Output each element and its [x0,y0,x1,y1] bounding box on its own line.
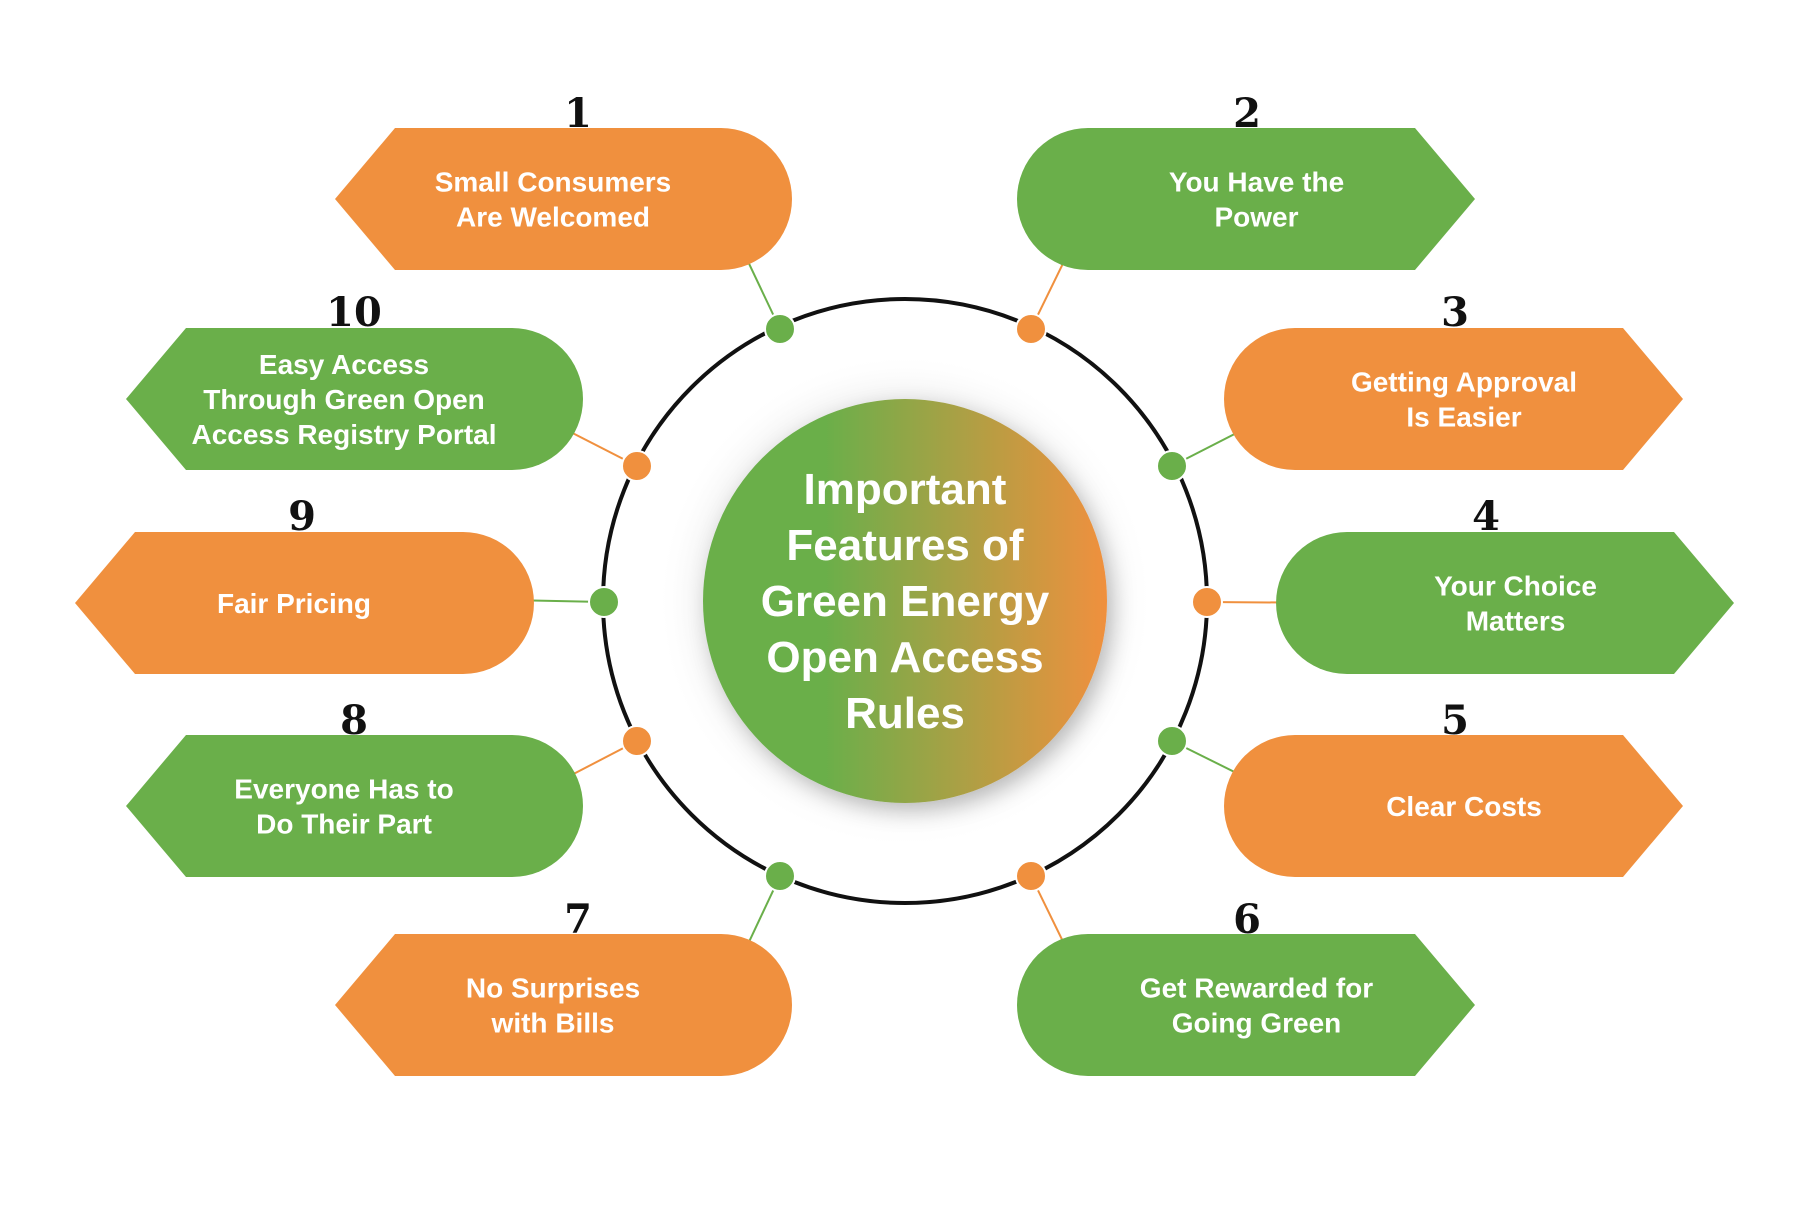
feature-shape-8 [126,735,583,877]
connector-dot-5 [1156,725,1188,757]
feature-number-3: 3 [1441,289,1469,336]
feature-label-line: Through Green Open [203,384,485,415]
feature-item-3: Getting Approval Is Easier [1224,328,1683,470]
feature-label-3: Getting Approval Is Easier [1351,366,1577,432]
connector-dot-9 [588,586,620,618]
feature-number-4: 4 [1472,493,1500,540]
feature-label-line: Power [1214,201,1298,232]
feature-label-9: Fair Pricing [217,588,371,619]
feature-number-9: 9 [288,493,316,540]
center-title-line: Rules [845,689,965,738]
connector-dot-8 [621,725,653,757]
feature-label-line: Are Welcomed [456,201,650,232]
feature-item-8: Everyone Has to Do Their Part [126,735,583,877]
feature-shape-2 [1017,128,1475,270]
connector-dot-1 [764,313,796,345]
feature-label-line: Everyone Has to [234,773,453,804]
connector-dots [588,313,1223,892]
feature-number-1: 1 [564,90,592,137]
feature-label-line: Getting Approval [1351,366,1577,397]
feature-item-9: Fair Pricing [75,532,534,674]
feature-label-line: Fair Pricing [217,588,371,619]
feature-label-5: Clear Costs [1386,791,1542,822]
feature-label-line: Clear Costs [1386,791,1542,822]
feature-label-line: Going Green [1172,1007,1342,1038]
feature-label-line: Do Their Part [256,808,432,839]
feature-number-8: 8 [340,697,368,744]
feature-shape-6 [1017,934,1475,1076]
connector-dot-7 [764,860,796,892]
feature-number-10: 10 [326,289,382,336]
connector-dot-4 [1191,586,1223,618]
feature-label-line: You Have the [1169,166,1344,197]
center-title-line: Open Access [766,633,1043,682]
feature-label-7: No Surprises with Bills [466,972,640,1038]
feature-item-5: Clear Costs [1224,735,1683,877]
feature-numbers: 1 2 3 4 5 6 7 8 9 10 [288,90,1500,943]
feature-number-6: 6 [1233,896,1261,943]
feature-shape-5 [1224,735,1683,877]
feature-label-line: Matters [1466,605,1566,636]
feature-label-line: Easy Access [259,349,429,380]
connector-dot-2 [1015,313,1047,345]
feature-label-line: with Bills [491,1007,615,1038]
feature-label-line: Your Choice [1434,570,1597,601]
feature-shape-3 [1224,328,1683,470]
center-title-line: Features of [786,521,1024,570]
feature-shape-4 [1276,532,1734,674]
connector-dot-3 [1156,450,1188,482]
feature-number-5: 5 [1441,697,1469,744]
feature-label-line: Access Registry Portal [191,419,496,450]
feature-label-line: Small Consumers [435,166,672,197]
feature-label-8: Everyone Has to Do Their Part [234,773,453,839]
feature-label-line: Get Rewarded for [1140,972,1373,1003]
feature-label-line: Is Easier [1406,401,1521,432]
connector-dot-6 [1015,860,1047,892]
feature-shape-7 [335,934,792,1076]
center-title-line: Green Energy [761,577,1050,626]
feature-number-7: 7 [564,896,592,943]
connector-dot-10 [621,450,653,482]
feature-shape-1 [335,128,792,270]
center-circle [703,399,1107,803]
feature-shape-9 [75,532,534,674]
feature-label-line: No Surprises [466,972,640,1003]
center-title-line: Important [804,465,1007,514]
feature-item-7: No Surprises with Bills [335,934,792,1076]
feature-shape-10 [126,328,583,470]
feature-number-2: 2 [1233,90,1261,137]
